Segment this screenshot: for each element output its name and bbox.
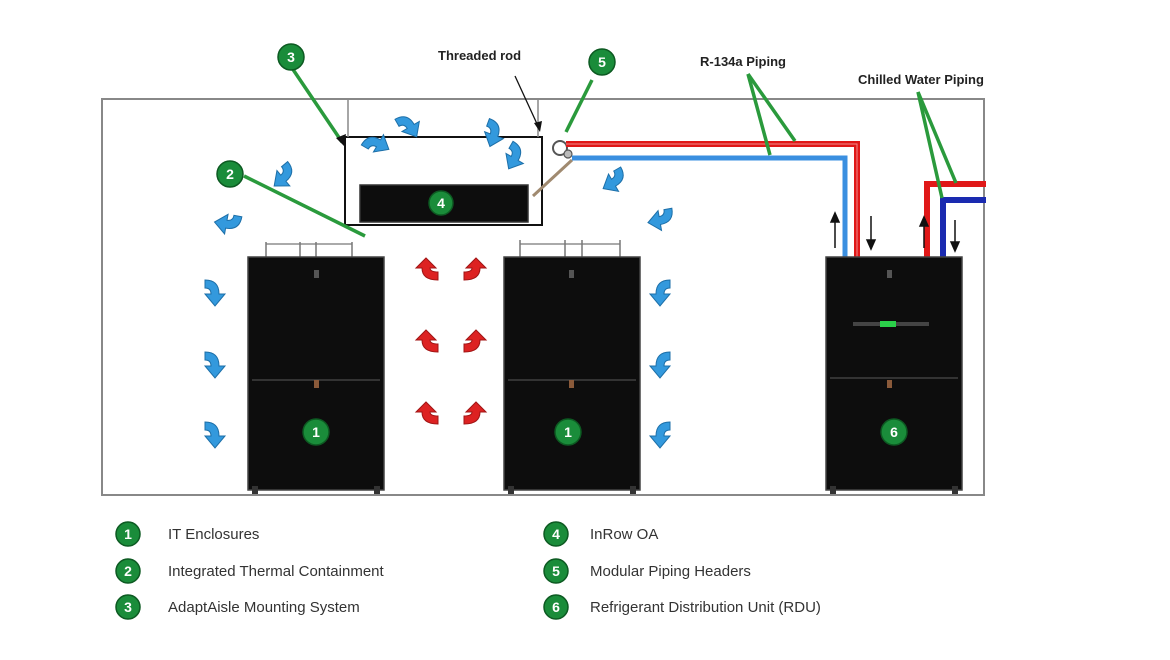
svg-text:Modular Piping Headers: Modular Piping Headers	[590, 563, 751, 580]
legend-item-4: 4 InRow OA	[543, 521, 658, 547]
svg-text:3: 3	[124, 599, 132, 615]
svg-text:3: 3	[287, 49, 295, 65]
threaded-rod	[531, 158, 574, 198]
legend-item-6: 6 Refrigerant Distribution Unit (RDU)	[543, 594, 821, 620]
svg-text:2: 2	[226, 166, 234, 182]
svg-text:6: 6	[890, 424, 898, 440]
callout-threaded-rod: Threaded rod	[438, 48, 521, 63]
it-enclosure-middle	[503, 240, 641, 494]
svg-text:5: 5	[598, 54, 606, 70]
legend-item-3: 3 AdaptAisle Mounting System	[115, 594, 360, 620]
callout-r134a-piping: R-134a Piping	[700, 54, 786, 69]
legend-item-5: 5 Modular Piping Headers	[543, 558, 751, 584]
legend: 1 IT Enclosures 2 Integrated Thermal Con…	[115, 521, 821, 620]
svg-text:4: 4	[552, 526, 560, 542]
marker-2: 2	[216, 160, 244, 188]
marker-1-middle: 1	[554, 418, 582, 446]
svg-text:IT Enclosures: IT Enclosures	[168, 526, 259, 543]
chilled-water-pipe-red	[924, 181, 986, 260]
marker-3: 3	[277, 43, 305, 71]
svg-text:1: 1	[564, 424, 572, 440]
legend-item-2: 2 Integrated Thermal Containment	[115, 558, 385, 584]
leader-lines	[243, 67, 958, 238]
svg-text:1: 1	[124, 526, 132, 542]
svg-text:6: 6	[552, 599, 560, 615]
modular-piping-header	[552, 140, 573, 159]
rdu-enclosure	[825, 256, 963, 494]
marker-4: 4	[428, 190, 454, 216]
it-enclosure-left	[247, 242, 385, 494]
svg-text:InRow OA: InRow OA	[590, 526, 658, 543]
marker-5: 5	[588, 48, 616, 76]
svg-text:AdaptAisle Mounting System: AdaptAisle Mounting System	[168, 599, 360, 616]
svg-text:Integrated Thermal Containment: Integrated Thermal Containment	[168, 563, 385, 580]
svg-text:5: 5	[552, 563, 560, 579]
svg-text:4: 4	[437, 195, 445, 211]
svg-text:2: 2	[124, 563, 132, 579]
marker-1-left: 1	[302, 418, 330, 446]
legend-item-1: 1 IT Enclosures	[115, 521, 259, 547]
r134a-pipe-blue	[572, 155, 848, 260]
flow-arrows	[829, 211, 961, 253]
callout-chilled-water-piping: Chilled Water Piping	[858, 72, 984, 87]
chilled-water-pipe-navy	[940, 197, 986, 260]
svg-text:Refrigerant Distribution Unit: Refrigerant Distribution Unit (RDU)	[590, 599, 821, 616]
svg-text:1: 1	[312, 424, 320, 440]
marker-6: 6	[880, 418, 908, 446]
